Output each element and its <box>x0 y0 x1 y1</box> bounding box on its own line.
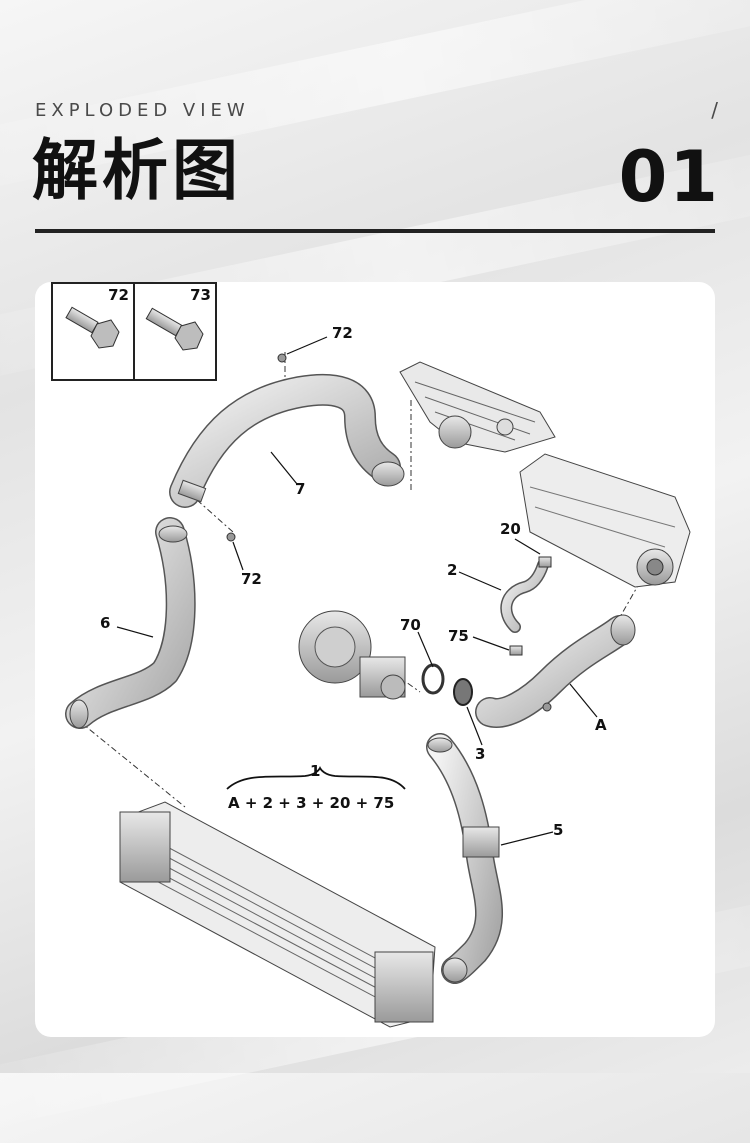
inset-label-73: 73 <box>190 286 211 304</box>
page-title: 解析图 <box>32 132 242 209</box>
charge-pipe-5 <box>426 733 503 984</box>
callout-3: 3 <box>475 745 486 763</box>
callout-5: 5 <box>553 821 564 839</box>
bolt-73-icon <box>145 307 204 351</box>
turbocharger <box>298 610 406 700</box>
kit-formula: A + 2 + 3 + 20 + 75 <box>228 794 395 812</box>
callout-72-mid: 72 <box>241 570 262 588</box>
inset-label-72: 72 <box>108 286 129 304</box>
parts-drawing <box>65 336 691 1028</box>
charge-pipe-6 <box>65 517 196 729</box>
clamp-ring-70 <box>421 663 445 695</box>
callout-2: 2 <box>447 561 458 579</box>
charge-pipe-a <box>475 614 636 728</box>
kit-brace <box>226 765 406 790</box>
bolt-73-inset: 73 <box>133 282 217 381</box>
callout-75: 75 <box>448 627 469 645</box>
page-number: 01 <box>618 136 720 218</box>
coupling-3 <box>453 678 473 706</box>
callout-6: 6 <box>100 614 111 632</box>
header-slash: / <box>711 98 718 122</box>
callout-72-top: 72 <box>332 324 353 342</box>
exploded-diagram-panel: 72 73 72 7 72 6 20 2 70 75 A 3 1 A + 2 +… <box>35 282 715 1037</box>
header-divider <box>35 229 715 233</box>
intake-manifold <box>399 361 556 453</box>
callout-1: 1 <box>310 762 321 780</box>
charge-pipe-7 <box>169 353 405 542</box>
header-subtitle: EXPLODED VIEW <box>35 100 250 121</box>
breather-hose-2 <box>500 556 552 656</box>
callout-70: 70 <box>400 616 421 634</box>
engine-air-box <box>519 453 691 588</box>
callout-7: 7 <box>295 480 306 498</box>
callout-a: A <box>595 716 607 734</box>
callout-20: 20 <box>500 520 521 538</box>
bolt-72-icon <box>65 306 120 349</box>
bolt-72-inset: 72 <box>51 282 135 381</box>
intercooler <box>119 801 436 1028</box>
